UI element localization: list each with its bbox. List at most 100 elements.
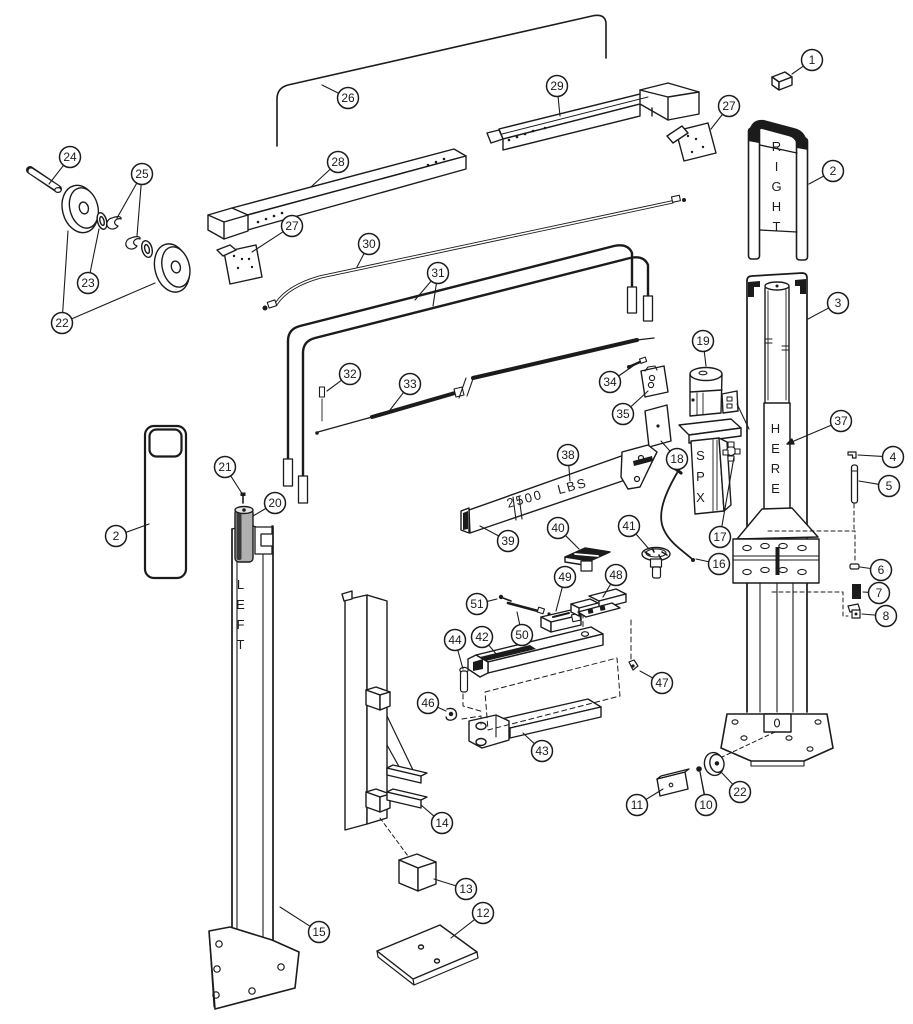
svg-text:34: 34 — [603, 375, 617, 389]
rubber-block-part-13 — [398, 853, 437, 892]
svg-text:47: 47 — [655, 676, 669, 690]
callout-24: 24 — [48, 145, 82, 185]
svg-text:32: 32 — [343, 367, 357, 381]
callout-43: 43 — [522, 732, 554, 763]
svg-text:7: 7 — [876, 586, 883, 600]
callout-27: 27 — [251, 214, 304, 253]
foot-pad-part-41 — [641, 546, 671, 579]
hose-part-16 — [660, 465, 695, 562]
callout-38: 38 — [556, 443, 580, 482]
callout-33: 33 — [389, 372, 422, 411]
callout-14: 14 — [420, 804, 454, 835]
equalizer-cable-part-33 — [315, 337, 655, 435]
fitting-part-34 — [627, 356, 648, 369]
svg-text:49: 49 — [558, 570, 572, 584]
svg-text:46: 46 — [421, 696, 435, 710]
retainer-clip-b — [125, 236, 141, 250]
callout-48: 48 — [602, 563, 628, 598]
callout-16: 16 — [695, 552, 731, 576]
callout-2: 2 — [104, 523, 150, 548]
svg-text:2: 2 — [113, 529, 120, 543]
svg-text:42: 42 — [475, 630, 489, 644]
svg-text:23: 23 — [81, 276, 95, 290]
column-cover-right-part-2 — [747, 119, 809, 261]
callout-19: 19 — [691, 329, 715, 367]
callout-50: 50 — [510, 611, 534, 647]
svg-text:2: 2 — [830, 164, 837, 178]
bracket-part-35 — [640, 365, 669, 398]
svg-text:27: 27 — [285, 219, 299, 233]
lift-cables-part-31 — [282, 244, 654, 504]
overhead-rail-part-28 — [207, 148, 467, 240]
pin-part-6 — [849, 563, 860, 570]
svg-text:40: 40 — [551, 521, 565, 535]
callout-46: 46 — [416, 691, 447, 715]
svg-text:48: 48 — [609, 568, 623, 582]
callout-39: 39 — [479, 525, 520, 553]
svg-text:22: 22 — [733, 785, 747, 799]
svg-text:50: 50 — [515, 628, 529, 642]
svg-text:20: 20 — [268, 496, 282, 510]
svg-text:17: 17 — [713, 530, 727, 544]
cylinder-part-20 — [234, 505, 254, 563]
svg-text:4: 4 — [890, 450, 897, 464]
svg-text:1: 1 — [809, 53, 816, 67]
cable-pulley-lower — [153, 243, 191, 293]
spacer-part-23 — [96, 212, 108, 230]
svg-text:41: 41 — [622, 519, 636, 533]
callout-51: 51 — [465, 592, 498, 616]
left-column-label: LEFT — [233, 577, 248, 657]
callout-22: 22 — [50, 230, 156, 335]
callout-3: 3 — [807, 291, 850, 320]
callout-34: 34 — [598, 365, 634, 394]
callout-21: 21 — [213, 455, 244, 496]
screw-part-51 — [498, 594, 512, 602]
svg-text:15: 15 — [312, 925, 326, 939]
overhead-rail-part-29 — [486, 82, 700, 151]
callout-47: 47 — [639, 670, 674, 695]
callout-12: 12 — [450, 901, 495, 939]
callout-5: 5 — [858, 474, 901, 498]
svg-text:21: 21 — [218, 460, 232, 474]
svg-text:12: 12 — [476, 906, 490, 920]
callout-23: 23 — [76, 228, 100, 295]
svg-text:8: 8 — [883, 609, 890, 623]
callout-22: 22 — [721, 772, 752, 804]
svg-text:51: 51 — [470, 597, 484, 611]
svg-text:10: 10 — [699, 798, 713, 812]
callout-8: 8 — [861, 604, 898, 628]
insert-part-7 — [852, 584, 861, 599]
svg-text:26: 26 — [341, 91, 355, 105]
svg-text:14: 14 — [435, 816, 449, 830]
pulley-part-22-bottom — [703, 751, 725, 777]
foot-pad-part-40 — [564, 547, 611, 572]
svg-text:25: 25 — [135, 167, 149, 181]
mount-bracket-part-27-right — [666, 122, 717, 162]
column-right-part-3 — [720, 272, 834, 767]
base-plate-part-12 — [376, 924, 479, 986]
carriage-part-14 — [341, 590, 428, 857]
svg-text:5: 5 — [886, 479, 893, 493]
column-left-part-15 — [208, 525, 300, 1010]
svg-text:24: 24 — [63, 150, 77, 164]
callout-30: 30 — [356, 232, 381, 268]
lock-block-part-49 — [540, 609, 582, 633]
svg-text:29: 29 — [550, 79, 564, 93]
callout-44: 44 — [443, 628, 467, 670]
callout-42: 42 — [470, 625, 498, 656]
cable-pulley-top — [61, 184, 100, 234]
callout-20: 20 — [252, 491, 287, 517]
svg-text:43: 43 — [535, 744, 549, 758]
svg-text:3: 3 — [835, 296, 842, 310]
retainer-clip-a — [106, 216, 122, 230]
clip-part-4 — [847, 451, 857, 459]
callout-18: 18 — [660, 440, 689, 471]
clip-part-47 — [628, 659, 639, 671]
callout-41: 41 — [617, 514, 650, 550]
bracket-part-11 — [656, 768, 690, 797]
callout-10: 10 — [694, 771, 718, 817]
power-unit-brand-label: SPX — [693, 448, 708, 511]
callout-31: 31 — [414, 261, 450, 307]
hydraulic-hose-part-30 — [262, 194, 686, 311]
